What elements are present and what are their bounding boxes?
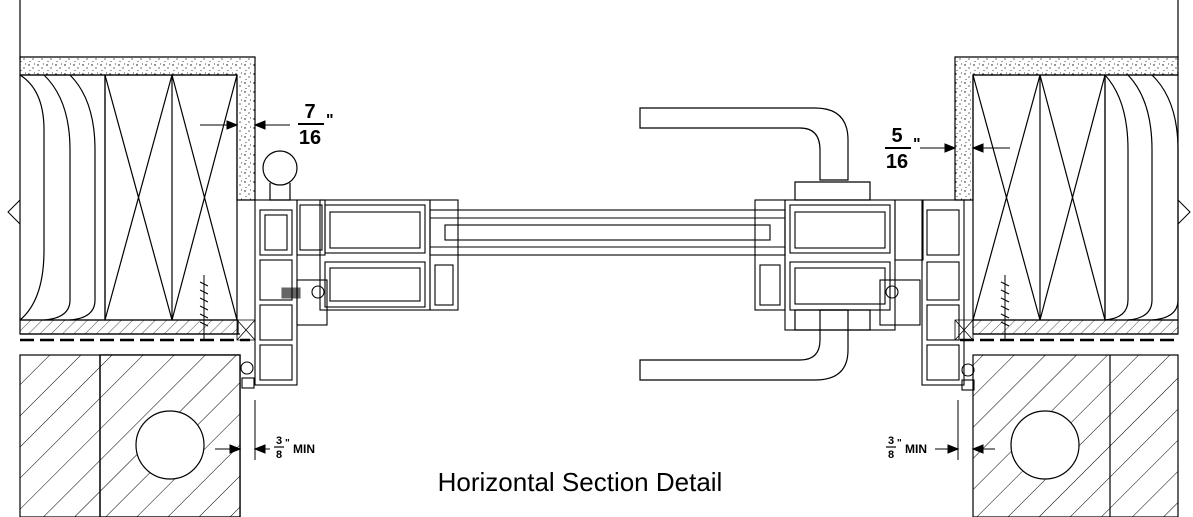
dimension-left-min — [215, 400, 270, 460]
right-break-mark — [1177, 199, 1191, 225]
left-min-unit: " — [285, 438, 290, 449]
left-masonry-core — [135, 410, 205, 480]
right-insulation-batt — [1104, 74, 1179, 321]
left-gap-denominator: 16 — [299, 127, 321, 149]
left-min-numerator: 3 — [276, 435, 282, 447]
dimension-right-gap — [920, 143, 1010, 153]
right-min-numerator: 3 — [888, 435, 894, 447]
drawing-caption: Horizontal Section Detail — [438, 467, 723, 497]
left-frame-profile — [240, 199, 328, 389]
left-screw — [199, 275, 209, 340]
right-gap-unit: " — [913, 136, 921, 153]
right-gap-denominator: 16 — [886, 151, 908, 173]
right-min-denominator: 8 — [888, 449, 894, 461]
left-min-label: MIN — [293, 442, 315, 456]
right-stud — [972, 74, 1106, 321]
right-masonry-core — [1010, 410, 1080, 480]
left-gap-numerator: 7 — [304, 101, 315, 123]
left-min-denominator: 8 — [276, 449, 282, 461]
left-break-mark — [7, 199, 21, 225]
handle-upper-lever — [639, 107, 849, 181]
right-screw — [1000, 275, 1010, 340]
right-wall-assembly — [954, 0, 1191, 517]
dimension-right-min — [935, 400, 995, 460]
left-insulation-batt — [19, 74, 106, 321]
right-min-unit: " — [897, 438, 902, 449]
left-gap-unit: " — [326, 112, 334, 129]
right-frame-profile — [879, 199, 975, 391]
right-plaster-layer — [954, 56, 1179, 201]
left-plaster-layer — [19, 56, 256, 201]
dimension-left-gap — [200, 120, 290, 130]
glazing-unit — [429, 209, 786, 256]
left-stud — [104, 74, 238, 321]
handle-lower-lever — [639, 309, 849, 381]
left-bulb-seal — [262, 150, 298, 186]
right-min-label: MIN — [905, 442, 927, 456]
right-gap-numerator: 5 — [891, 125, 902, 147]
lever-handle — [639, 107, 871, 381]
left-wall-assembly — [7, 0, 298, 517]
